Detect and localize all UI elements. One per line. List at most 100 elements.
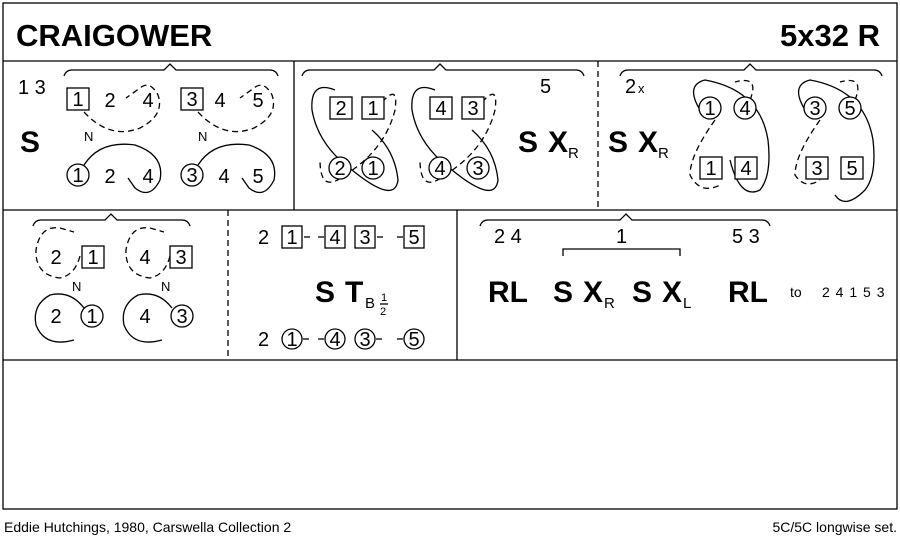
dancer-number: 4 <box>329 227 340 249</box>
woman-circle <box>354 328 376 350</box>
count-times: x <box>638 81 645 96</box>
figure-cross: X <box>638 126 658 159</box>
path-arrow <box>798 79 875 202</box>
nearer-hand-label: N <box>72 279 81 294</box>
figure-rights-lefts: RL <box>488 276 528 309</box>
dashed-path <box>794 79 859 185</box>
dancer-number: 3 <box>359 227 370 249</box>
dancer-number: 4 <box>139 247 150 269</box>
woman-circle <box>803 96 827 120</box>
dancers-label: 2 4 <box>494 226 522 248</box>
woman-circle <box>733 96 757 120</box>
dancer-number: 4 <box>435 98 446 120</box>
man-box <box>169 245 193 269</box>
figure-setting: S <box>315 276 335 309</box>
figure-setting: S <box>518 126 538 159</box>
path-arrow <box>34 293 85 343</box>
dancer-number: 4 <box>740 158 751 180</box>
dancer-number: 2 <box>50 306 61 328</box>
dance-format: 5x32 R <box>780 18 880 53</box>
figure-setting: S <box>20 126 40 159</box>
dancer-number: 1 <box>286 227 297 249</box>
dancer-number: 2 <box>258 227 269 249</box>
dancer-number: 4 <box>739 98 750 120</box>
phrase-brace <box>63 63 279 77</box>
woman-circle <box>428 156 452 180</box>
dancer-number: 1 <box>72 89 83 111</box>
dancer-number: 1 <box>367 158 378 180</box>
dancer-number: 1 <box>367 98 378 120</box>
figure-cross: X <box>548 126 568 159</box>
woman-circle <box>180 163 204 187</box>
figure-turn: T <box>345 276 363 309</box>
man-box <box>461 96 485 120</box>
dancer-number: 3 <box>186 89 197 111</box>
man-box <box>329 96 353 120</box>
dancer-number: 2 <box>104 90 115 112</box>
fraction-numerator: 1 <box>381 292 387 304</box>
dashed-path <box>319 93 397 183</box>
dashed-path <box>689 79 754 189</box>
dancer-number: 3 <box>811 158 822 180</box>
man-box <box>403 225 425 249</box>
man-box <box>805 156 829 180</box>
man-box <box>81 245 105 269</box>
phrase-brace <box>32 213 191 227</box>
figure-setting: S <box>632 276 652 309</box>
woman-circle <box>170 304 194 328</box>
dashed-path <box>125 227 171 279</box>
man-box <box>840 156 864 180</box>
dancer-number: 1 <box>86 306 97 328</box>
panel-bars-29-32b: 2 4 1 5 3 RL S X R S X L RL to 2 4 1 5 3 <box>479 213 885 312</box>
dashed-path <box>419 93 497 183</box>
dancer-number: 4 <box>142 90 153 112</box>
dashed-path <box>35 227 81 279</box>
figure-setting: S <box>553 276 573 309</box>
nearer-hand-label: N <box>198 129 207 144</box>
figure-subscript: L <box>683 295 691 312</box>
nearer-hand-label: N <box>161 279 170 294</box>
path-arrow <box>122 293 173 343</box>
figure-setting: S <box>608 126 628 159</box>
dance-title: CRAIGOWER <box>16 18 212 53</box>
path-arrow <box>311 86 399 192</box>
woman-circle <box>66 163 90 187</box>
figure-cross: X <box>662 276 682 309</box>
dancer-number: 4 <box>214 90 225 112</box>
figure-rights-lefts: RL <box>728 276 768 309</box>
devisor-credit: Eddie Hutchings, 1980, Carswella Collect… <box>4 519 291 535</box>
dancer-number: 3 <box>809 98 820 120</box>
dancers-label: 1 <box>616 226 627 248</box>
man-box <box>361 96 385 120</box>
path-arrow <box>693 79 770 193</box>
dancer-number: 5 <box>252 166 263 188</box>
man-box <box>429 96 453 120</box>
dancer-number: 1 <box>705 158 716 180</box>
dancers-label: 1 3 <box>18 77 46 99</box>
dancer-number: 4 <box>434 158 445 180</box>
dancer-number: 2 <box>258 329 269 351</box>
dancer-number: 2 <box>50 247 61 269</box>
woman-circle <box>403 328 425 350</box>
man-box <box>354 225 376 249</box>
dancer-number: 3 <box>176 306 187 328</box>
bracket <box>562 248 681 256</box>
man-box <box>324 225 346 249</box>
woman-circle <box>838 96 862 120</box>
woman-circle <box>466 156 490 180</box>
dancer-number: 5 <box>408 329 419 351</box>
dancer-number: 4 <box>218 166 229 188</box>
dancer-number: 1 <box>704 98 715 120</box>
dancer-number: 2 <box>104 166 115 188</box>
dancer-number: 1 <box>87 247 98 269</box>
dancer-number: 3 <box>472 158 483 180</box>
phrase-brace <box>479 213 771 227</box>
dashed-path <box>83 84 161 133</box>
dancer-number: 3 <box>467 98 478 120</box>
outer-frame <box>2 2 898 510</box>
dancer-number: 3 <box>186 165 197 187</box>
dancer-number: 3 <box>175 247 186 269</box>
dashed-path <box>197 84 275 133</box>
phrase-brace <box>619 63 883 77</box>
